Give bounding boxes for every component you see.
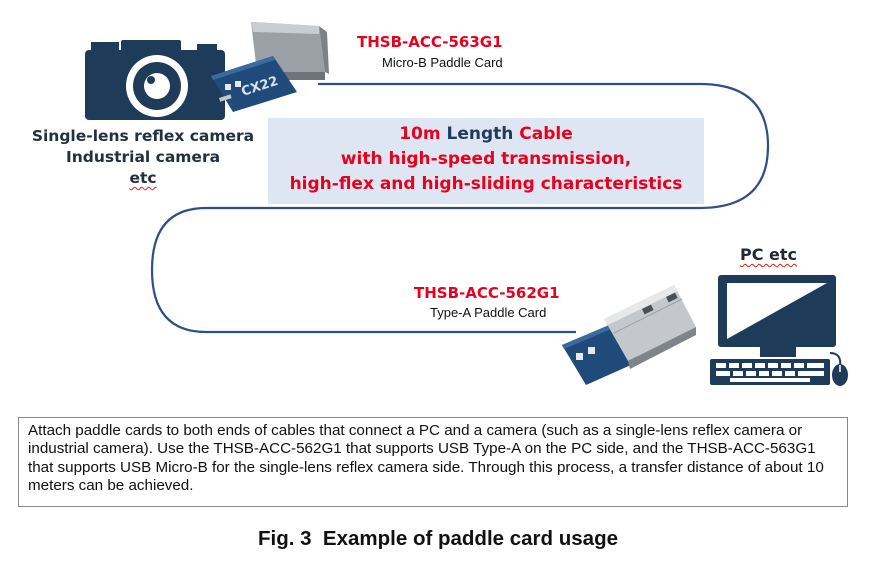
pc-label: PC etc <box>740 245 797 264</box>
typea-part-id: THSB-ACC-562G1 <box>414 284 560 302</box>
typea-description: Type-A Paddle Card <box>430 305 547 320</box>
figure-caption: Fig. 3 Example of paddle card usage <box>258 527 618 550</box>
cable-feature-line3: high-flex and high-sliding characteristi… <box>289 174 683 194</box>
computer-icon <box>710 275 848 386</box>
cable-length-value: 10m <box>399 124 441 144</box>
cable-word: Cable <box>519 124 573 144</box>
cable-length-word: Length <box>446 124 514 144</box>
camera-label-line3: etc <box>129 169 157 187</box>
cable-feature-line2: with high-speed transmission, <box>340 149 632 169</box>
typea-paddle-card-image <box>562 285 696 385</box>
microb-description: Micro-B Paddle Card <box>382 55 503 70</box>
description-box: Attach paddle cards to both ends of cabl… <box>18 417 848 507</box>
camera-icon <box>85 40 225 120</box>
microb-part-id: THSB-ACC-563G1 <box>357 33 503 51</box>
camera-label-line1: Single-lens reflex camera <box>31 127 255 145</box>
camera-label-line2: Industrial camera <box>65 148 221 166</box>
description-text: Attach paddle cards to both ends of cabl… <box>28 422 824 495</box>
microb-paddle-card-image: CX22 <box>211 22 329 112</box>
camera-label: Single-lens reflex camera Industrial cam… <box>20 126 266 189</box>
pc-label-text: PC etc <box>740 245 798 264</box>
cable-description-box: 10m Length Cable with high-speed transmi… <box>268 118 704 204</box>
